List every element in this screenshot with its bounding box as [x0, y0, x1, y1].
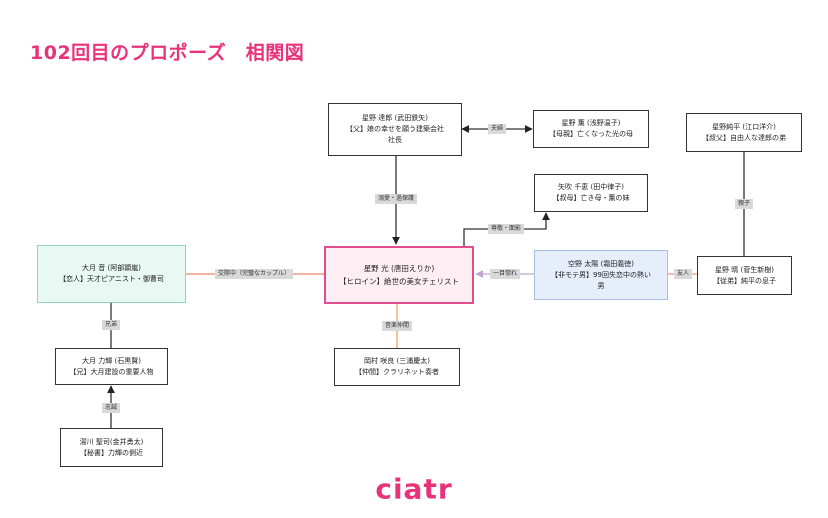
edge-label-dating: 交際中（完璧なカップル） — [214, 269, 294, 279]
edge-label-loyalty: 忠誠 — [101, 403, 121, 413]
node-mother-name: 星野 薫 (浅野温子) — [561, 119, 621, 127]
edge-label-music: 音楽仲間 — [381, 321, 413, 331]
node-rikiya[interactable]: 大月 力輝 (石黒賢) 【兄】大月建設の重要人物 — [55, 348, 168, 385]
node-taiyo-role: 【非モテ男】99回失恋中の熱い — [551, 270, 651, 279]
node-father-role: 【父】娘の幸せを願う建築会社 — [346, 125, 444, 133]
node-taiyo[interactable]: 空野 太陽 (霜田義徳) 【非モテ男】99回失恋中の熱い 男 — [534, 250, 668, 300]
edge-label-parent: 溺愛・過保護 — [374, 194, 418, 204]
node-secretary-role: 【秘書】力輝の側近 — [80, 448, 143, 457]
node-rikiya-name: 大月 力輝 (石黒賢) — [82, 356, 141, 365]
node-father-role-cont: 社長 — [388, 136, 402, 144]
node-secretary-name: 湯川 聖司(金井勇太) — [79, 437, 144, 446]
node-uncle[interactable]: 星野純平 (江口洋介) 【叔父】自由人な達郎の弟 — [686, 113, 802, 152]
node-otsuki-name: 大月 音 (阿部顕嵐) — [82, 264, 141, 272]
node-taiyo-role-cont: 男 — [597, 281, 605, 290]
node-secretary[interactable]: 湯川 聖司(金井勇太) 【秘書】力輝の側近 — [60, 428, 163, 467]
node-father[interactable]: 星野 達郎 (武田鉄矢) 【父】娘の幸せを願う建築会社 社長 — [328, 103, 462, 156]
edge-label-siblings: 兄弟 — [101, 320, 121, 330]
node-hikari[interactable]: 星野 光 (唐田えりか) 【ヒロイン】絶世の美女チェリスト — [324, 246, 474, 304]
node-aunt[interactable]: 矢吹 千恵 (田中律子) 【叔母】亡き母・薫の妹 — [534, 174, 648, 212]
node-taiyo-name: 空野 太陽 (霜田義徳) — [568, 259, 634, 268]
ciatr-logo: ciatr — [375, 472, 453, 506]
node-uncle-name: 星野純平 (江口洋介) — [712, 122, 776, 131]
edge-label-friend: 友人 — [673, 269, 693, 279]
node-sakiko-name: 岡村 咲良 (三浦慶太) — [364, 357, 430, 365]
node-hikari-name: 星野 光 (唐田えりか) — [363, 264, 435, 273]
node-mother-role: 【母親】亡くなった光の母 — [549, 130, 633, 138]
edge-label-respect: 尊敬・面影 — [487, 224, 525, 234]
edge-label-couple: 夫婦 — [487, 124, 507, 134]
node-haru[interactable]: 星野 晴 (菅生新樹) 【従弟】純平の息子 — [697, 256, 792, 295]
node-rikiya-role: 【兄】大月建設の重要人物 — [69, 367, 154, 376]
node-sakiko-role: 【仲間】クラリネット奏者 — [355, 368, 439, 376]
node-aunt-role: 【叔母】亡き母・薫の妹 — [552, 194, 630, 202]
page-title: 102回目のプロポーズ 相関図 — [30, 42, 305, 64]
node-otsuki[interactable]: 大月 音 (阿部顕嵐) 【恋人】天才ピアニスト・御曹司 — [37, 245, 186, 303]
node-uncle-role: 【叔父】自由人な達郎の弟 — [702, 133, 786, 142]
node-otsuki-role: 【恋人】天才ピアニスト・御曹司 — [59, 275, 164, 283]
node-sakiko[interactable]: 岡村 咲良 (三浦慶太) 【仲間】クラリネット奏者 — [334, 348, 460, 386]
edge-label-father-son: 親子 — [734, 199, 754, 209]
node-mother[interactable]: 星野 薫 (浅野温子) 【母親】亡くなった光の母 — [533, 110, 649, 148]
node-aunt-name: 矢吹 千恵 (田中律子) — [558, 183, 624, 191]
node-haru-role: 【従弟】純平の息子 — [713, 276, 776, 285]
edge-label-crush: 一目惚れ — [489, 269, 521, 279]
node-hikari-role: 【ヒロイン】絶世の美女チェリスト — [339, 277, 459, 286]
node-father-name: 星野 達郎 (武田鉄矢) — [362, 114, 428, 122]
node-haru-name: 星野 晴 (菅生新樹) — [715, 265, 774, 274]
